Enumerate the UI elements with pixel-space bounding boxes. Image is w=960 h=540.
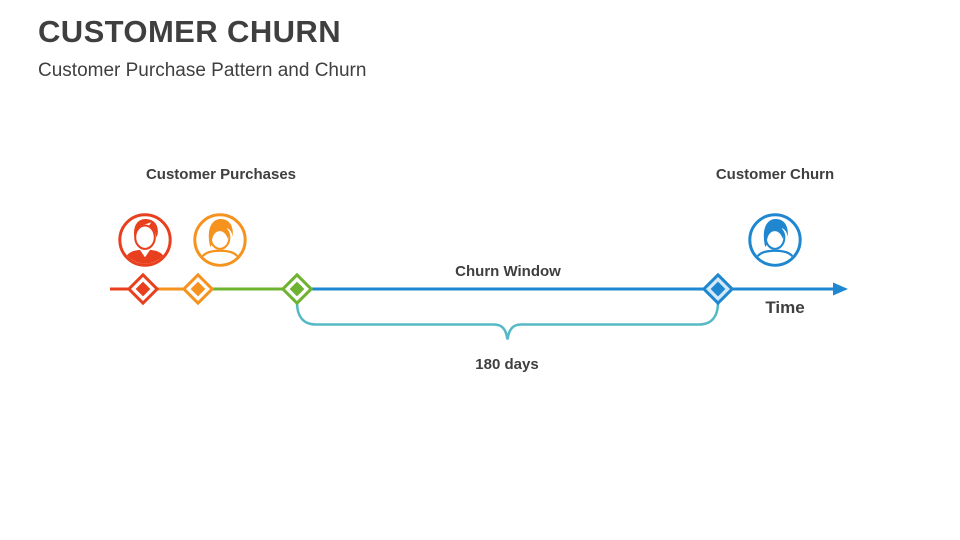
- time-axis-label: Time: [765, 298, 805, 317]
- slide-title: CUSTOMER CHURN: [38, 14, 341, 49]
- churn-window-label: Churn Window: [455, 263, 561, 280]
- male-customer-avatar-icon: [118, 213, 172, 267]
- avatar-hair: [134, 219, 158, 238]
- churn-window-duration-label: 180 days: [475, 356, 539, 373]
- diamond-core: [289, 281, 305, 297]
- female-customer-avatar-icon: [193, 213, 247, 267]
- avatar-hair: [763, 219, 788, 247]
- time-arrowhead: [833, 282, 848, 296]
- churn-window-brace: [295, 301, 720, 340]
- last-purchase-diamond-marker: [280, 272, 314, 306]
- slide-subtitle: Customer Purchase Pattern and Churn: [38, 60, 367, 81]
- avatar-face: [134, 224, 156, 250]
- churned-customer-avatar-icon: [748, 213, 802, 267]
- purchase-2-diamond-marker: [181, 272, 215, 306]
- diamond-core: [135, 281, 151, 297]
- customer-churn-label: Customer Churn: [715, 166, 835, 183]
- purchase-1-diamond-marker: [126, 272, 160, 306]
- customer-purchases-label: Customer Purchases: [145, 166, 297, 183]
- diamond-core: [190, 281, 206, 297]
- churn-point-diamond-marker: [701, 272, 735, 306]
- diamond-core: [710, 281, 726, 297]
- avatar-hair: [208, 219, 233, 247]
